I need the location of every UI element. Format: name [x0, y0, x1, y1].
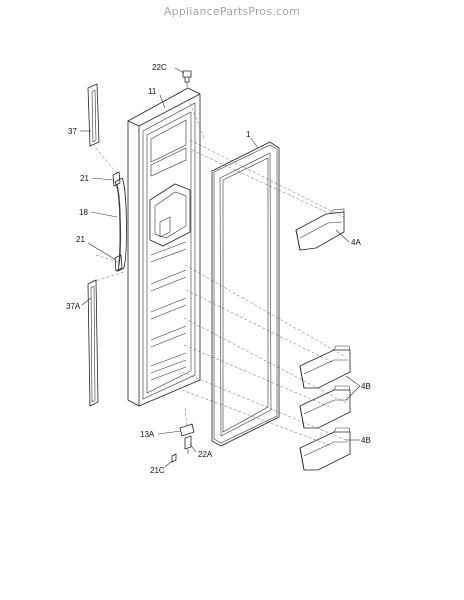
- callout-37A: 37A: [66, 302, 81, 311]
- callout-37: 37: [68, 127, 77, 136]
- callout-1: 1: [246, 130, 251, 139]
- callout-22A: 22A: [198, 450, 213, 459]
- door-bin-4B-bottom: [299, 427, 351, 471]
- top-hinge-pin: [182, 70, 192, 87]
- door-handle: [114, 177, 127, 272]
- callout-21-bottom: 21: [76, 235, 85, 244]
- door-assembly: [127, 87, 201, 407]
- callout-13A: 13A: [140, 430, 155, 439]
- callout-4A: 4A: [351, 238, 361, 247]
- callout-22C: 22C: [152, 63, 167, 72]
- callout-18: 18: [79, 208, 88, 217]
- watermark: AppliancePartsPros.com: [163, 5, 301, 18]
- leader-lines: [80, 67, 361, 468]
- handle-screw-bottom: [114, 254, 123, 272]
- callout-4B-upper: 4B: [361, 382, 371, 391]
- callout-labels: 22C 11 1 37 21 18 21 37A 4A 4B 4B 13A 22…: [66, 63, 371, 475]
- projection-lines: [91, 102, 347, 447]
- callout-4B-lower: 4B: [361, 436, 371, 445]
- handle-screw-top: [112, 171, 121, 187]
- door-bin-4B-middle: [299, 385, 351, 429]
- handle-trim-bottom: [87, 279, 99, 407]
- callout-21-top: 21: [80, 174, 89, 183]
- bottom-hinge-hardware: [171, 423, 195, 463]
- handle-trim-top: [87, 83, 100, 147]
- door-bin-4B-top: [299, 345, 351, 389]
- door-bin-4A: [295, 208, 345, 251]
- callout-21C: 21C: [150, 466, 165, 475]
- callout-11: 11: [148, 87, 157, 96]
- door-gasket: [211, 141, 280, 447]
